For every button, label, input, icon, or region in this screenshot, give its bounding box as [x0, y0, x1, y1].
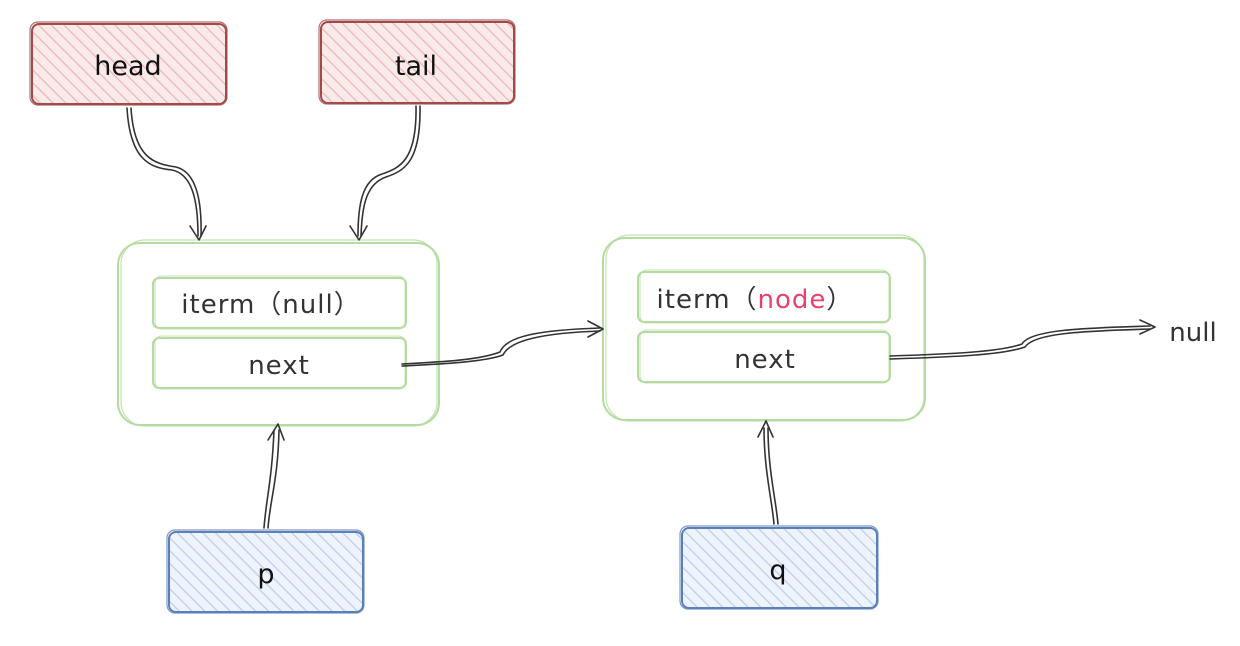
node-2-item-value: node — [758, 285, 827, 315]
p-arrow — [263, 423, 285, 529]
node-1-item-prefix: iterm（ — [181, 290, 282, 320]
node-2-item-suffix: ） — [826, 285, 853, 315]
node-2: iterm（node） next — [602, 234, 926, 422]
node-2-next-field: next — [637, 329, 891, 384]
q-arrow — [757, 420, 779, 525]
q-label: q — [769, 555, 786, 586]
node1-next-arrow — [401, 320, 604, 367]
node-1: iterm（null） next — [117, 239, 440, 427]
tail-pointer-box: tail — [318, 19, 516, 105]
node-2-item-field: iterm（node） — [637, 269, 891, 324]
q-pointer-box: q — [679, 525, 879, 610]
node-2-next-label: next — [734, 345, 796, 375]
head-pointer-box: head — [29, 21, 228, 106]
node-1-item-field: iterm（null） — [152, 275, 407, 330]
tail-arrow — [349, 105, 421, 241]
head-label: head — [94, 51, 161, 82]
node-2-item-prefix: iterm（ — [657, 285, 758, 315]
svg-text:iterm（node）: iterm（node） — [657, 285, 854, 315]
node-1-next-label: next — [248, 351, 310, 381]
p-label: p — [257, 559, 274, 590]
svg-text:iterm（null）: iterm（null） — [181, 290, 360, 320]
node2-next-arrow — [889, 319, 1156, 360]
node-1-item-value: null — [282, 290, 333, 320]
head-arrow — [126, 107, 207, 241]
node-1-item-suffix: ） — [334, 290, 361, 320]
terminal-null-label: null — [1169, 318, 1216, 348]
node-1-next-field: next — [152, 335, 407, 390]
p-pointer-box: p — [166, 529, 365, 614]
tail-label: tail — [395, 51, 437, 82]
